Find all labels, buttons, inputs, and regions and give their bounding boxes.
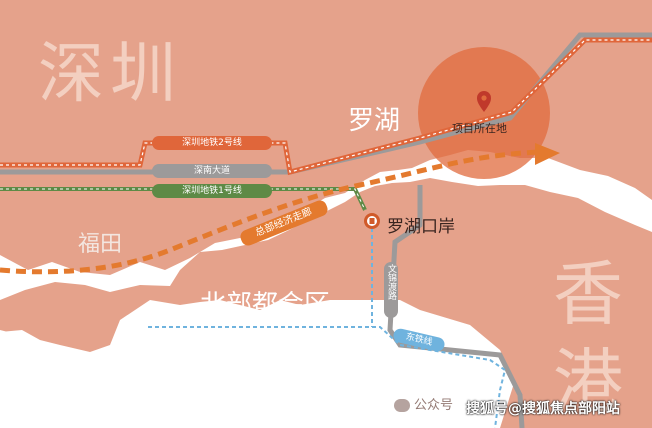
label-northern-metropolis: 北部都会区 [200,290,331,320]
port-icon [364,213,380,229]
project-area-circle [418,47,550,179]
region-hongkong-1: 香 [553,253,623,335]
coastline [0,330,118,428]
wechat-icon [394,399,410,412]
map-pin-icon [477,91,491,112]
corridor-arrow-icon [535,143,560,165]
label-project-site: 项目所在地 [452,122,507,135]
inner-land [0,178,652,428]
watermark-wechat: 公众号 [394,394,453,413]
wenjin-label: 文锦渡路 [386,264,396,300]
pill-shennan: 深南大道 [152,164,272,178]
label-luohu: 罗湖 [348,106,401,136]
watermark-sohu: 搜狐号@搜狐焦点部阳站 [466,401,620,417]
pill-wenjin: 文锦渡路 [384,262,398,318]
pill-metro1: 深圳地铁1号线 [152,184,272,198]
pill-metro2: 深圳地铁2号线 [152,136,272,150]
label-futian: 福田 [78,232,123,257]
hk-region [520,245,652,428]
label-luohu-port: 罗湖口岸 [387,217,455,237]
east-rail-line [148,326,507,428]
region-hongkong-2: 港 [553,341,623,423]
region-shenzhen: 深圳 [38,35,182,112]
corridor-line [0,149,541,275]
watermark-wechat-label: 公众号 [414,398,454,413]
